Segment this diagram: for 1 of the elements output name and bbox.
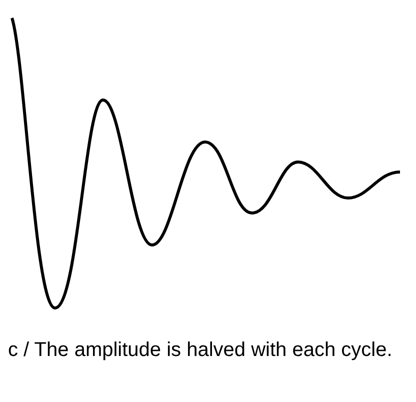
caption: c / The amplitude is halved with each cycle. xyxy=(8,338,394,362)
